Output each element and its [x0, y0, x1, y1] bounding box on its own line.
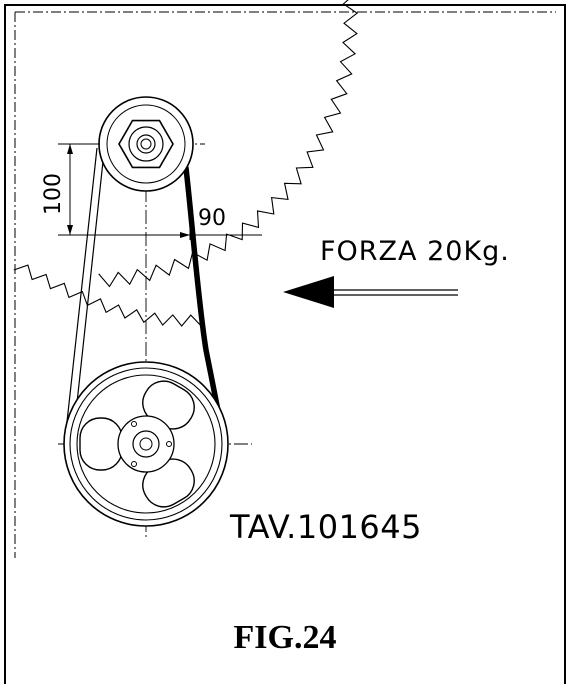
hex-nut	[118, 119, 174, 169]
belt-left-side-inner	[72, 151, 105, 441]
force-arrow	[283, 276, 458, 308]
dimension-horizontal	[85, 205, 262, 240]
blade-teeth-arc	[98, 0, 359, 288]
belt-left-side-outer	[64, 147, 98, 441]
dimension-vertical-label: 100	[41, 173, 66, 215]
force-label: FORZA 20Kg.	[320, 236, 510, 267]
blade-teeth-lower	[13, 264, 201, 327]
figure-frame	[4, 4, 566, 684]
drawing-reference: TAV.101645	[229, 508, 422, 546]
sheet-outline	[14, 11, 556, 558]
figure-caption: FIG.24	[233, 619, 337, 656]
lower-pulley	[63, 361, 229, 527]
dimension-horizontal-label: 90	[198, 206, 226, 231]
saw-blade-teeth	[13, 0, 359, 327]
upper-pulley	[98, 96, 194, 192]
